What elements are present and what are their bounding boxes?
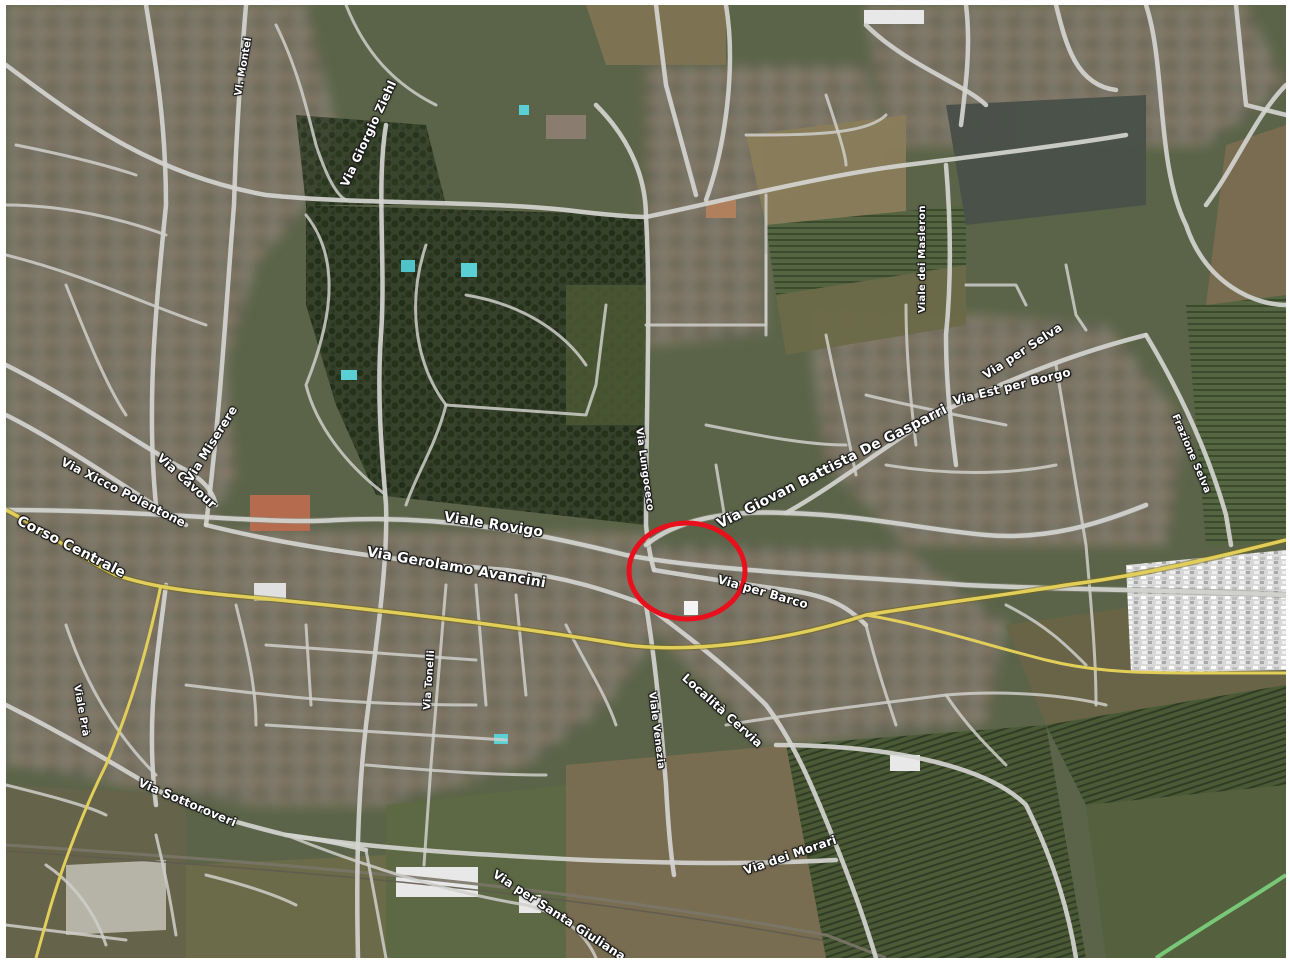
building: [684, 601, 698, 615]
pool: [401, 260, 415, 272]
location-marker-ring: [626, 520, 748, 622]
industrial-lot: [66, 860, 166, 935]
corso-centrale-road: [6, 508, 1286, 650]
building: [706, 200, 736, 218]
building-red-roof: [250, 495, 310, 531]
pool: [461, 263, 477, 277]
highway: [1154, 873, 1286, 958]
street-label: Viale dei Masleron: [917, 205, 928, 313]
building: [864, 10, 924, 24]
satellite-map[interactable]: [6, 5, 1286, 958]
lot-grid: [1126, 550, 1286, 673]
yellow-road-south: [34, 584, 163, 958]
building: [546, 115, 586, 139]
park-forest: [306, 205, 646, 525]
road-network: [6, 5, 1286, 958]
railway: [6, 843, 887, 958]
pool: [519, 105, 529, 115]
trees-north: [296, 115, 446, 205]
yellow-road-east: [865, 613, 1286, 675]
map-view[interactable]: Vl. Montel Via Giorgio Ziehl Viale dei M…: [6, 5, 1286, 958]
pool: [341, 370, 357, 380]
